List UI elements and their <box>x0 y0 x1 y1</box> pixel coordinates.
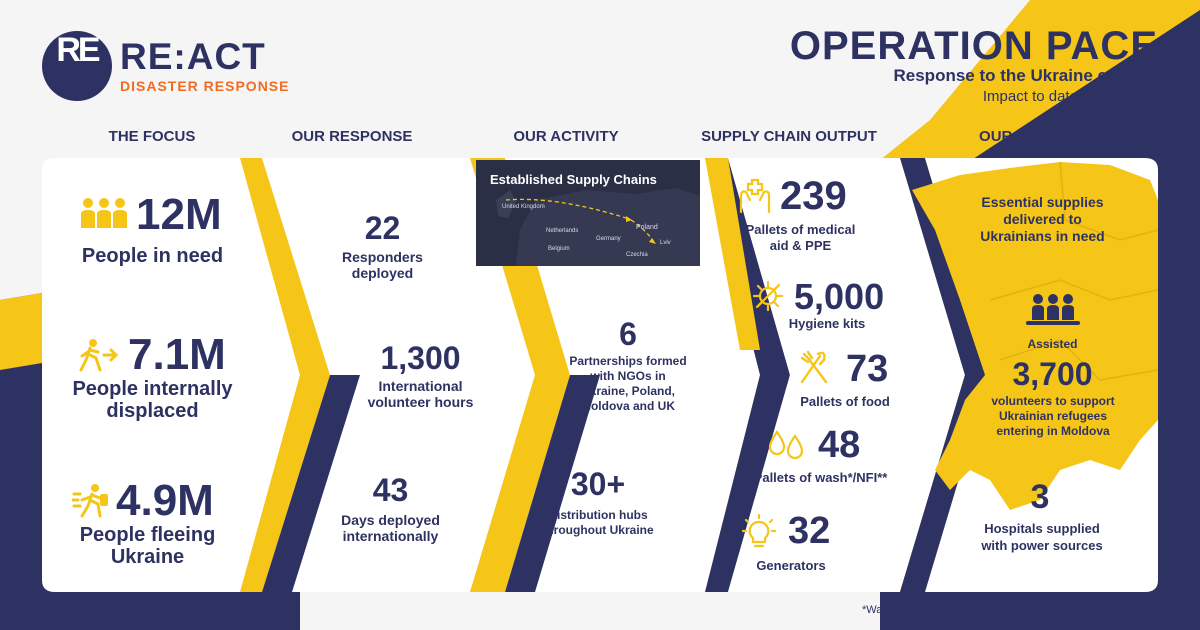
impact-supplies-line-1: Essential supplies <box>981 194 1104 210</box>
column-heading-impact: OUR IMPACT <box>979 128 1073 145</box>
supply-food-line-1: Pallets of food <box>800 394 890 409</box>
medical-hands-icon <box>739 178 771 214</box>
page-subtitle: Response to the Ukraine conflict <box>893 66 1159 85</box>
focus-fleeing-value: 4.9M <box>116 476 214 525</box>
supply-medical-label: Pallets of medical aid & PPE <box>728 222 873 254</box>
water-drops-icon <box>768 430 804 460</box>
impact-hospitals-line-1: Hospitals supplied <box>984 521 1100 536</box>
activity-partnerships-line-4: Moldova and UK <box>580 399 675 413</box>
supply-medical-value: 239 <box>780 174 847 218</box>
map-label-lviv: Lviv <box>660 240 671 246</box>
impact-supplies-text: Essential supplies delivered to Ukrainia… <box>960 194 1125 245</box>
impact-assisted-label: Assisted <box>1027 337 1078 351</box>
activity-hubs-value: 30+ <box>570 466 626 502</box>
supply-medical-line-2: aid & PPE <box>769 238 832 253</box>
page-date: Impact to date - April 2022 <box>982 88 1158 105</box>
map-label-netherlands: Netherlands <box>546 228 579 234</box>
focus-need-label: People in need <box>81 245 224 267</box>
supply-wash-line-1: Pallets of wash*/NFI** <box>753 470 888 485</box>
focus-fleeing-label-1: People fleeing <box>79 524 216 546</box>
person-fleeing-icon <box>72 484 108 518</box>
impact-hospitals-value: 3 <box>1030 478 1050 516</box>
focus-need-value: 12M <box>136 190 222 239</box>
response-hours-label-1: International <box>378 378 463 394</box>
response-days-label-2: internationally <box>342 528 439 544</box>
focus-fleeing-label-2: Ukraine <box>110 546 185 568</box>
activity-hubs-label: Distribution hubs throughout Ukraine <box>518 508 678 538</box>
supply-generators-value: 32 <box>788 510 831 552</box>
activity-partnerships-label: Partnerships formed with NGOs in Ukraine… <box>548 354 708 414</box>
footnote-nfi: **NFI = Non-food items <box>1052 604 1166 616</box>
impact-volunteers-line-1: volunteers to support <box>991 394 1115 408</box>
response-hours-value: 1,300 <box>380 340 461 376</box>
impact-volunteers-value: 3,700 <box>1012 356 1093 392</box>
supply-wash-value: 48 <box>818 424 861 466</box>
lightbulb-icon <box>742 514 776 548</box>
map-outline <box>496 188 700 266</box>
footnote-wash: *Wash = Water, sanitation and hygiene <box>862 604 1052 616</box>
supply-hygiene-line-1: Hygiene kits <box>788 316 866 331</box>
activity-partnerships-line-2: with NGOs in <box>590 369 666 383</box>
impact-volunteers-line-2: Ukrainian refugees <box>998 409 1108 423</box>
response-responders-value: 22 <box>364 210 401 246</box>
column-heading-activity: OUR ACTIVITY <box>513 128 619 145</box>
map-label-uk: United Kingdom <box>502 204 545 210</box>
map-title: Established Supply Chains <box>490 172 657 187</box>
supply-medical-line-1: Pallets of medical <box>745 222 856 237</box>
response-days-label-1: Days deployed <box>341 512 440 528</box>
map-label-belgium: Belgium <box>548 246 570 252</box>
column-heading-focus: THE FOCUS <box>108 128 196 145</box>
column-heading-response: OUR RESPONSE <box>291 128 413 145</box>
response-days-value: 43 <box>372 472 409 508</box>
page-title: OPERATION PACE <box>789 24 1158 68</box>
map-label-germany: Germany <box>596 236 621 242</box>
supply-generators-line-1: Generators <box>756 558 826 573</box>
impact-supplies-line-3: Ukrainians in need <box>980 228 1105 244</box>
map-label-poland: Poland <box>636 224 658 231</box>
people-group-icon <box>81 198 127 228</box>
impact-supplies-line-2: delivered to <box>1003 211 1082 227</box>
person-walking-icon <box>79 339 119 372</box>
focus-displaced-label-1: People internally <box>72 378 233 400</box>
brand-name: RE:ACT <box>120 36 266 77</box>
column-heading-supply: SUPPLY CHAIN OUTPUT <box>701 128 877 145</box>
activity-partnerships-line-3: Ukraine, Poland, <box>580 384 676 398</box>
activity-partnerships-line-1: Partnerships formed <box>569 354 687 368</box>
activity-hubs-line-1: Distribution hubs <box>548 508 648 522</box>
activity-partnerships-value: 6 <box>619 316 637 352</box>
map-label-czechia: Czechia <box>626 252 648 258</box>
impact-volunteers-line-3: entering in Moldova <box>996 424 1110 438</box>
supply-food-value: 73 <box>846 348 889 390</box>
impact-volunteers-text: volunteers to support Ukrainian refugees… <box>978 394 1128 439</box>
brand-tagline: DISASTER RESPONSE <box>120 78 290 94</box>
response-responders-label-1: Responders <box>342 249 423 265</box>
activity-hubs-line-2: throughout Ukraine <box>542 523 654 537</box>
impact-hospitals-line-2: with power sources <box>981 538 1103 553</box>
people-assisted-icon <box>1026 294 1080 325</box>
logo-mark: RE <box>42 31 112 101</box>
supply-chain-map: Established Supply Chains United Kingdom… <box>476 160 700 266</box>
fork-knife-icon <box>800 350 828 384</box>
supply-hygiene-value: 5,000 <box>794 276 885 317</box>
focus-displaced-label-2: displaced <box>106 400 199 422</box>
response-responders-label-2: deployed <box>351 265 414 281</box>
focus-displaced-value: 7.1M <box>128 330 226 379</box>
impact-hospitals-text: Hospitals supplied with power sources <box>962 520 1122 554</box>
virus-icon <box>752 280 784 312</box>
response-hours-label-2: volunteer hours <box>367 394 474 410</box>
